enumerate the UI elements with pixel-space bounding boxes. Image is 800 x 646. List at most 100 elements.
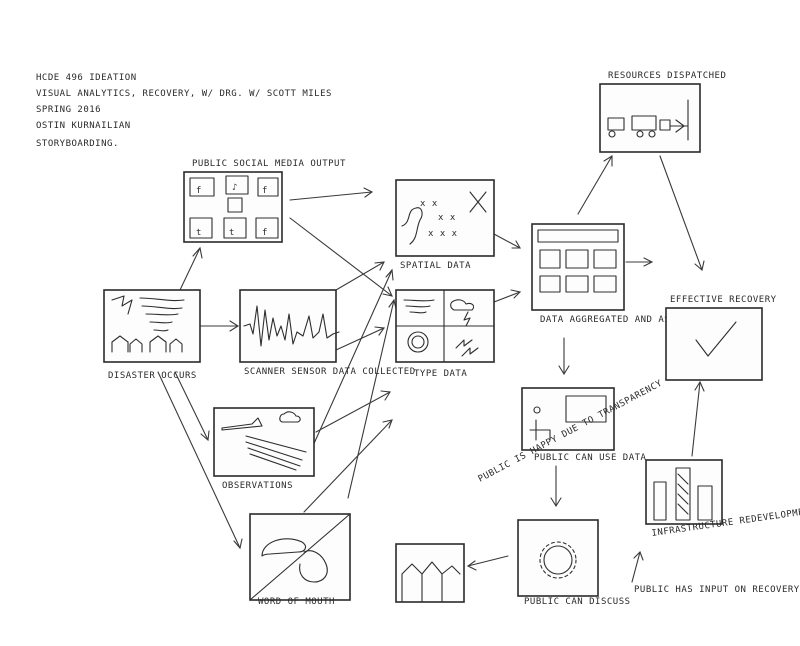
arrow <box>493 291 521 303</box>
panel-type: TYPE DATA <box>395 289 495 379</box>
tile <box>189 217 213 239</box>
arrow-head <box>229 320 240 332</box>
panel-label: WORD OF MOUTH <box>258 597 335 607</box>
buildings <box>401 561 461 603</box>
panel-infrastructure: INFRASTRUCTURE REDEVELOPMENT <box>645 459 800 539</box>
widget <box>565 275 589 293</box>
widget <box>565 249 589 269</box>
arrow-head <box>200 430 210 442</box>
arrow <box>631 551 641 583</box>
panel-label: DISASTER OCCURS <box>108 371 197 381</box>
arrow <box>493 233 521 249</box>
arrow-head <box>380 390 391 401</box>
panel-public-discuss: PUBLIC CAN DISCUSS <box>517 519 631 607</box>
arrow-head <box>385 268 394 281</box>
rain-lines <box>245 435 307 471</box>
panel-label: PUBLIC CAN DISCUSS <box>524 597 631 607</box>
panel-frame <box>395 179 495 257</box>
arrow <box>335 261 385 291</box>
header-line: OSTIN KURNAILIAN <box>36 121 131 131</box>
arrow <box>303 419 393 513</box>
panel-label: OBSERVATIONS <box>222 481 293 491</box>
arrow <box>335 327 385 351</box>
arrow-head <box>374 261 385 271</box>
tile-glyph: f <box>262 228 268 238</box>
wheel <box>636 130 644 138</box>
panel-phone: WORD OF MOUTH <box>249 513 351 607</box>
panel-label: DATA AGGREGATED AND ASSESSED <box>540 315 706 325</box>
truck <box>631 115 657 131</box>
panel-label: EFFECTIVE RECOVERY <box>670 295 777 305</box>
arrow <box>315 391 391 433</box>
arrow <box>179 247 201 291</box>
tile <box>225 175 249 195</box>
circle-center <box>543 545 573 575</box>
marker: x x <box>420 199 438 209</box>
tile <box>255 217 279 239</box>
arrow <box>311 269 393 449</box>
panel-frame <box>645 459 723 525</box>
flow-arrows <box>157 155 705 583</box>
panel-frame <box>517 519 599 597</box>
arrow-head <box>466 560 477 571</box>
header-notes: HCDE 496 IDEATION VISUAL ANALYTICS, RECO… <box>36 73 331 149</box>
panel-aggregated: DATA AGGREGATED AND ASSESSED <box>531 223 706 325</box>
houses <box>111 335 183 353</box>
widget <box>539 249 561 269</box>
note-public-input: PUBLIC HAS INPUT ON RECOVERY <box>634 585 800 595</box>
arrow-head <box>558 365 570 376</box>
circle-of-people <box>539 541 577 579</box>
coastline <box>401 207 423 245</box>
panel-frame <box>665 307 763 381</box>
header-line: SPRING 2016 <box>36 105 101 115</box>
mark-x <box>469 191 487 213</box>
widget <box>593 275 617 293</box>
seismograph <box>243 305 340 347</box>
tile-glyph: t <box>229 228 235 238</box>
header-line: STORYBOARDING. <box>36 139 119 149</box>
phone-icon <box>261 538 307 557</box>
cloud <box>279 411 301 423</box>
arrow <box>659 155 703 271</box>
arrow <box>347 299 395 499</box>
header-bar <box>537 229 619 243</box>
panel-label: SCANNER SENSOR DATA COLLECTED <box>244 367 416 377</box>
arrow-head <box>633 551 644 561</box>
panel-frame <box>103 289 201 363</box>
building <box>697 485 713 521</box>
panel-label: PUBLIC HAS INPUT ON RECOVERY <box>634 585 800 595</box>
scribble <box>407 331 429 353</box>
arrow-head <box>363 187 374 198</box>
arrow-head <box>694 260 705 272</box>
storm-cloud <box>450 299 475 327</box>
panel-frame <box>395 543 465 603</box>
panel-label: TYPE DATA <box>414 369 467 379</box>
arrow-head <box>603 155 613 167</box>
panel-resources: RESOURCES DISPATCHED <box>599 71 726 153</box>
tile-glyph: f <box>196 186 202 196</box>
panel-label: RESOURCES DISPATCHED <box>608 71 726 81</box>
tile <box>189 177 215 197</box>
screen <box>565 395 607 423</box>
panel-label: SPATIAL DATA <box>400 261 471 271</box>
panel-sensor: SCANNER SENSOR DATA COLLECTED <box>239 289 416 377</box>
widget <box>539 275 561 293</box>
face-icon <box>299 550 328 583</box>
arrow <box>289 191 373 201</box>
arrow <box>577 155 613 215</box>
panel-observations: OBSERVATIONS <box>213 407 315 491</box>
arrow-head <box>192 246 203 259</box>
arrow <box>157 371 241 549</box>
truck <box>659 119 671 131</box>
header-line: HCDE 496 IDEATION <box>36 73 137 83</box>
panel-social-media: PUBLIC SOCIAL MEDIA OUTPUT f ♪ f t t f <box>183 159 345 243</box>
arrow-head <box>511 240 521 249</box>
lightning <box>455 339 479 357</box>
panel-buildings <box>395 543 465 603</box>
tile-glyph: ♪ <box>232 183 238 193</box>
panel-label: PUBLIC CAN USE DATA <box>534 453 647 463</box>
arrow-head <box>382 419 393 429</box>
divider <box>249 513 351 601</box>
panel-effective: EFFECTIVE RECOVERY <box>665 295 777 381</box>
